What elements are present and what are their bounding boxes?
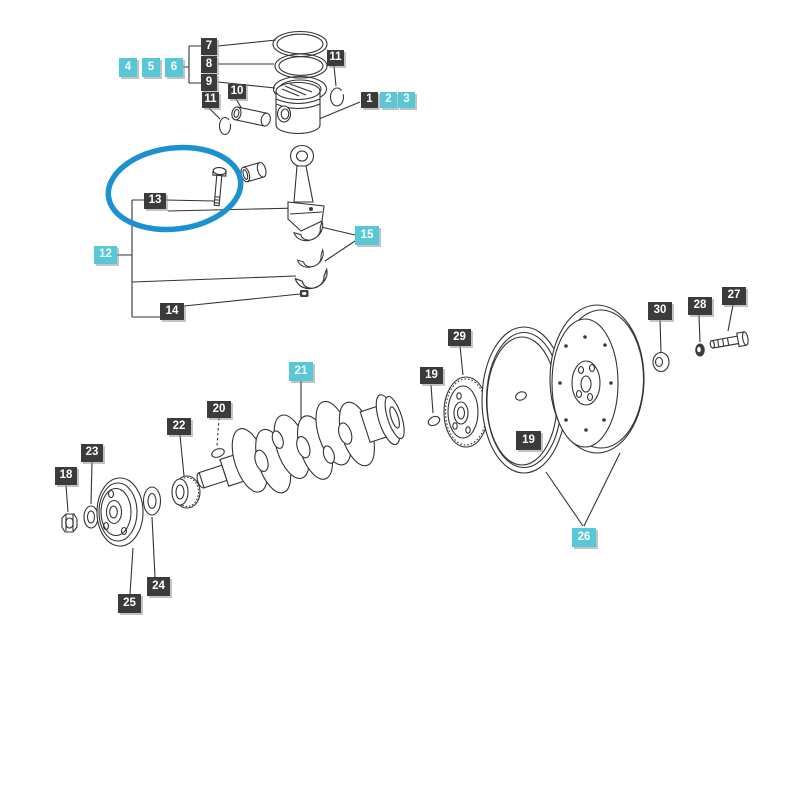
crankshaft (196, 394, 405, 494)
front-washer (83, 505, 99, 529)
part-label-28: 28 (688, 297, 712, 315)
part-label-26: 26 (572, 528, 596, 547)
part-label-10: 10 (228, 84, 246, 99)
snap-ring-right (329, 87, 345, 107)
damper-gear (443, 376, 489, 448)
part-label-29: 29 (448, 329, 471, 346)
part-label-18: 18 (55, 467, 77, 485)
part-label-3: 3 (398, 92, 415, 108)
piston (275, 81, 321, 135)
part-label-11-b: 11 (327, 50, 344, 66)
part-label-24: 24 (147, 577, 170, 596)
bearing-shells (293, 219, 328, 290)
part-label-6: 6 (165, 58, 183, 77)
part-label-13: 13 (144, 193, 166, 209)
part-label-8: 8 (201, 56, 217, 73)
pulley-washer (142, 486, 162, 516)
rod-nut (300, 290, 309, 297)
part-label-19-b: 19 (516, 431, 541, 450)
crank-pulley (96, 477, 144, 547)
woodruff-key (211, 448, 225, 458)
part-label-4: 4 (119, 58, 137, 77)
part-label-23: 23 (81, 444, 103, 462)
part-label-21: 21 (289, 362, 313, 381)
part-label-27: 27 (722, 287, 746, 305)
part-label-30: 30 (648, 302, 672, 320)
lock-washer (695, 343, 705, 357)
part-label-14: 14 (160, 303, 184, 320)
wrist-pin (231, 106, 271, 127)
part-label-9: 9 (201, 74, 217, 91)
part-label-20: 20 (207, 401, 231, 418)
washer-19 (427, 415, 441, 427)
part-label-2: 2 (380, 92, 397, 108)
part-label-12: 12 (94, 246, 117, 264)
crank-nut (61, 513, 78, 533)
highlight-ellipse (105, 144, 244, 233)
part-label-5: 5 (142, 58, 160, 77)
part-label-22: 22 (167, 418, 191, 435)
leader-lines (65, 39, 734, 595)
small-end-bushing (240, 161, 267, 183)
part-label-19-a: 19 (420, 367, 443, 384)
flywheel-washer (652, 351, 670, 373)
timing-gear (171, 475, 201, 509)
part-label-15: 15 (355, 226, 379, 245)
flywheel (549, 304, 645, 454)
connecting-rod (287, 144, 325, 232)
part-label-25: 25 (118, 594, 141, 613)
rod-bolt (212, 166, 227, 207)
snap-ring-left (218, 116, 232, 136)
part-label-1: 1 (361, 92, 378, 108)
dowel-pin (515, 391, 527, 401)
flywheel-bolt (709, 331, 749, 349)
part-label-7: 7 (201, 38, 217, 55)
part-label-11-a: 11 (202, 92, 219, 108)
